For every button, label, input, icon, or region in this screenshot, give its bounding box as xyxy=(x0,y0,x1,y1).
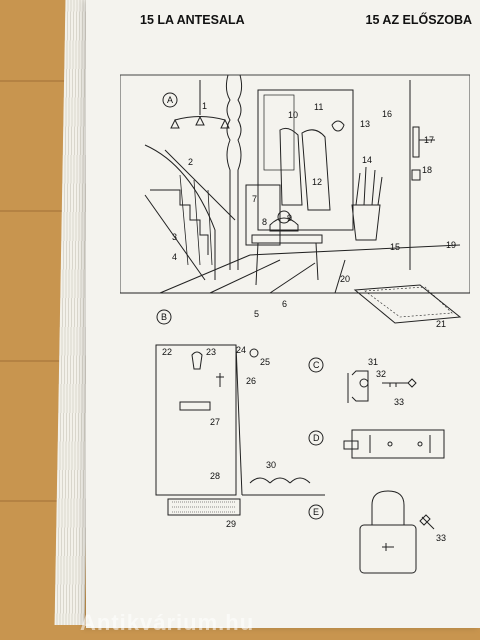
callout-28: 28 xyxy=(210,471,220,481)
doormat xyxy=(353,284,462,324)
callout-33-padlock-key: 33 xyxy=(436,533,446,543)
callout-12: 12 xyxy=(312,177,322,187)
section-label-c: C xyxy=(313,360,320,370)
callout-25: 25 xyxy=(260,357,270,367)
watermark: Antikvárium.hu xyxy=(80,610,255,635)
callout-9: 9 xyxy=(287,213,292,223)
section-c-lock: C 31 32 33 xyxy=(308,357,417,407)
page-header: 15 LA ANTESALA 15 AZ ELŐSZOBA xyxy=(140,8,472,32)
callout-13: 13 xyxy=(360,119,370,129)
book-page xyxy=(86,0,480,628)
callout-8: 8 xyxy=(262,217,267,227)
callout-3: 3 xyxy=(172,232,177,242)
callout-6: 6 xyxy=(282,299,287,309)
callout-14: 14 xyxy=(362,155,372,165)
hall-table xyxy=(245,184,323,286)
callout-1: 1 xyxy=(202,101,207,111)
callout-2: 2 xyxy=(188,157,193,167)
hallway-illustration: A 1 2 3 4 5 6 7 8 9 10 11 12 13 14 15 16… xyxy=(120,74,470,574)
banister-column xyxy=(225,74,243,270)
callout-15: 15 xyxy=(390,242,400,252)
callout-20: 20 xyxy=(340,274,350,284)
callout-29: 29 xyxy=(226,519,236,529)
section-label-b: B xyxy=(161,312,167,322)
callout-18: 18 xyxy=(422,165,432,175)
section-b-front-door: B 22 23 24 25 26 27 28 29 30 xyxy=(155,309,325,529)
section-label-a: A xyxy=(167,95,173,105)
callout-26: 26 xyxy=(246,376,256,386)
section-d-bolt: D xyxy=(308,429,445,459)
callout-21: 21 xyxy=(436,319,446,329)
umbrella-stand xyxy=(351,166,383,241)
callout-10: 10 xyxy=(288,110,298,120)
left-title: 15 LA ANTESALA xyxy=(140,13,245,27)
callout-22: 22 xyxy=(162,347,172,357)
section-e-padlock: E 33 xyxy=(308,490,446,574)
staircase xyxy=(144,144,236,281)
callout-27: 27 xyxy=(210,417,220,427)
section-label-e: E xyxy=(313,507,319,517)
entrance-door xyxy=(409,80,435,270)
callout-32: 32 xyxy=(376,369,386,379)
callout-5: 5 xyxy=(254,309,259,319)
coat-doorway xyxy=(257,89,354,231)
callout-30: 30 xyxy=(266,460,276,470)
callout-7: 7 xyxy=(252,194,257,204)
callout-17: 17 xyxy=(424,135,434,145)
chandelier xyxy=(170,80,230,129)
callout-16: 16 xyxy=(382,109,392,119)
right-title: 15 AZ ELŐSZOBA xyxy=(365,13,473,27)
section-a-hallway: A 1 2 3 4 5 6 7 8 9 10 11 12 13 14 15 16… xyxy=(120,74,470,329)
callout-33-key: 33 xyxy=(394,397,404,407)
callout-24: 24 xyxy=(236,345,246,355)
callout-23: 23 xyxy=(206,347,216,357)
callout-31: 31 xyxy=(368,357,378,367)
callout-19: 19 xyxy=(446,240,456,250)
section-label-d: D xyxy=(313,433,320,443)
callout-11: 11 xyxy=(314,102,323,112)
callout-4: 4 xyxy=(172,252,177,262)
